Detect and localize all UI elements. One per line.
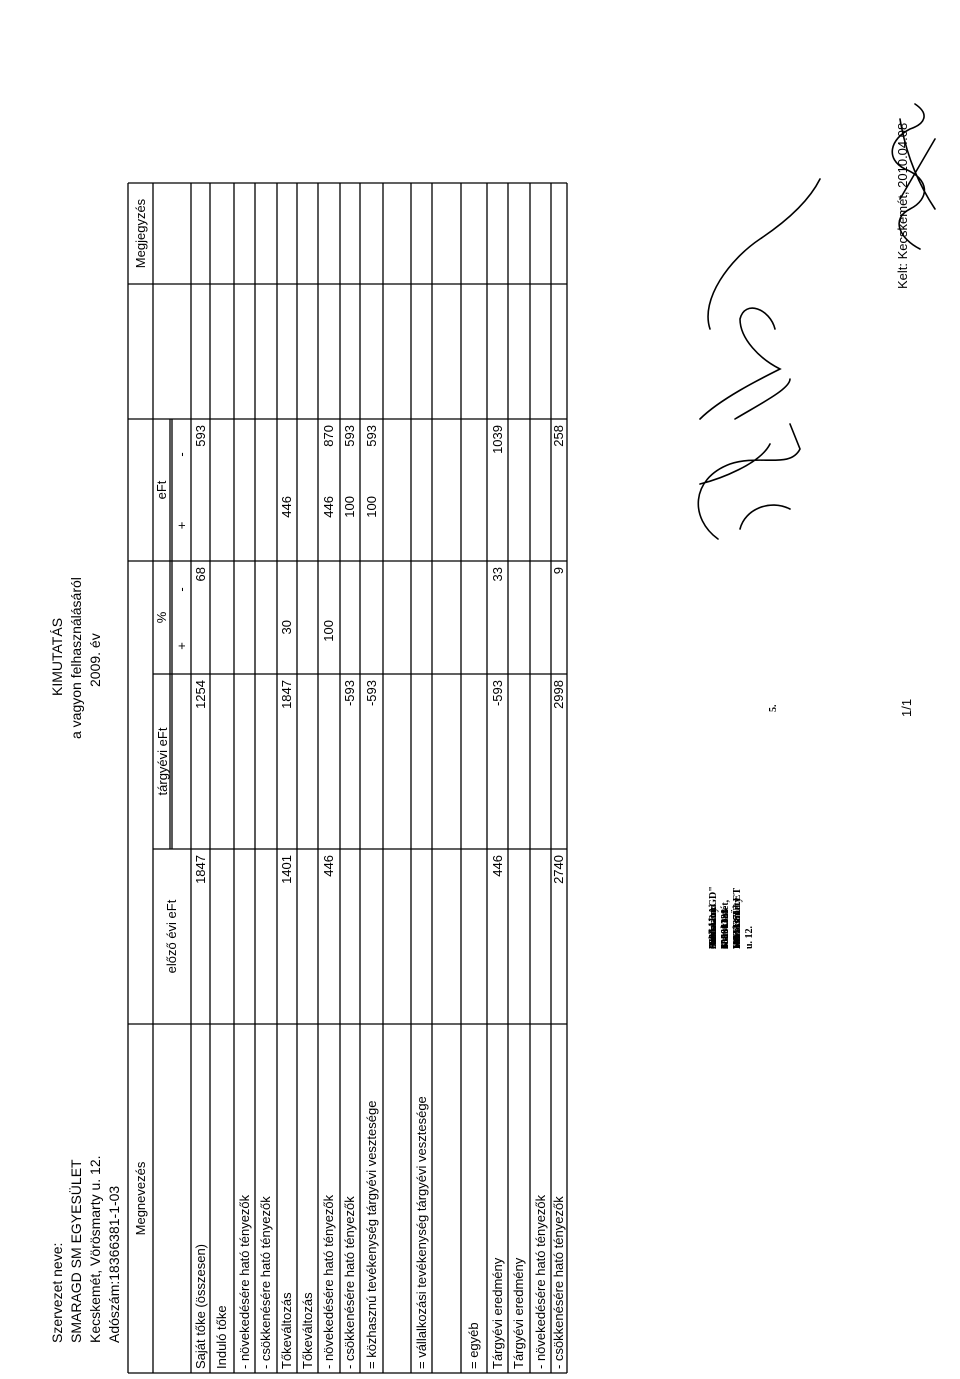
issue-date: Kelt: Kecskemét, 2010.04.08 bbox=[895, 122, 910, 289]
page-number: 1/1 bbox=[899, 698, 914, 717]
